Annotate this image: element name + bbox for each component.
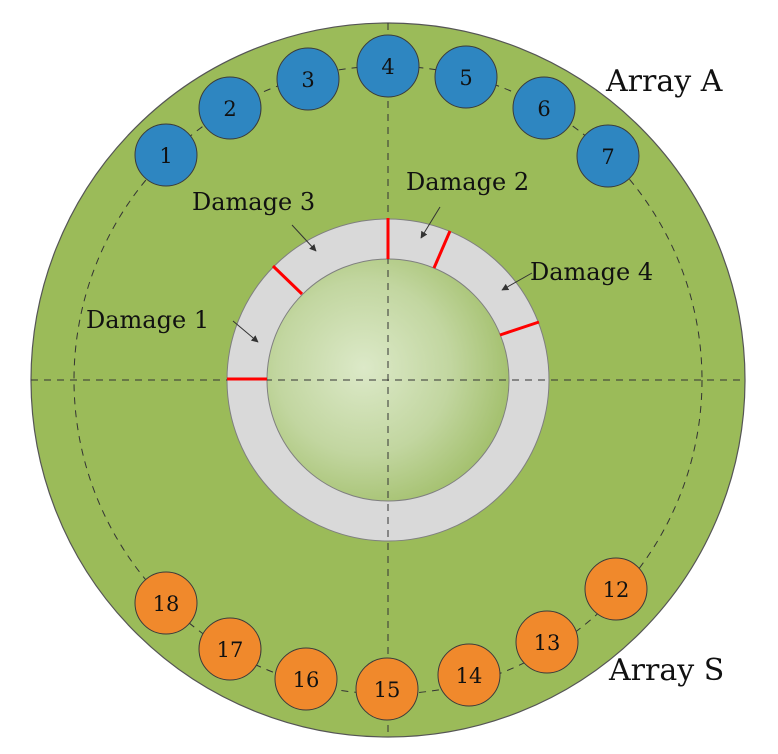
sensor-a-4-number: 4 — [381, 55, 394, 79]
sensor-a-2-number: 2 — [223, 97, 236, 121]
array-a-sensors: 1 2 3 4 5 6 7 — [134, 34, 640, 188]
array-s-label: Array S — [608, 653, 724, 688]
sensor-s-15: 15 — [355, 657, 419, 721]
sensor-s-12: 12 — [584, 557, 648, 621]
sensor-s-14: 14 — [437, 643, 501, 707]
sensor-s-15-number: 15 — [374, 678, 401, 702]
sensor-a-7-number: 7 — [601, 145, 614, 169]
sensor-s-13-number: 13 — [534, 631, 561, 655]
sensor-s-14-number: 14 — [456, 664, 483, 688]
damage-1-label: Damage 1 — [86, 306, 209, 334]
damage-3-label: Damage 3 — [192, 188, 315, 216]
damage-4-arrow — [501, 272, 533, 291]
array-s-sensors: 12 13 14 15 16 17 18 — [134, 557, 648, 721]
sensor-a-1-number: 1 — [159, 144, 172, 168]
sensor-path-circle — [73, 65, 703, 695]
sensor-a-5: 5 — [434, 45, 498, 109]
damage-3-arrow — [291, 224, 317, 252]
damage-2-label: Damage 2 — [406, 168, 529, 196]
sensor-s-12-number: 12 — [603, 578, 630, 602]
sensor-a-3-number: 3 — [301, 68, 314, 92]
sensor-a-5-number: 5 — [459, 66, 472, 90]
sensor-s-16: 16 — [274, 647, 338, 711]
sensor-a-1: 1 — [134, 123, 198, 187]
sensor-a-6: 6 — [512, 76, 576, 140]
damage-2-arrow — [420, 206, 441, 239]
sensor-s-13: 13 — [515, 610, 579, 674]
damage-4-label: Damage 4 — [530, 258, 653, 286]
sensor-s-18-number: 18 — [153, 592, 180, 616]
damage-mark-4 — [499, 320, 540, 337]
sensor-a-3: 3 — [276, 47, 340, 111]
sensor-a-7: 7 — [576, 124, 640, 188]
sensor-a-2: 2 — [198, 76, 262, 140]
sensor-s-17: 17 — [198, 617, 262, 681]
sensor-a-4: 4 — [356, 34, 420, 98]
sensor-a-6-number: 6 — [537, 97, 550, 121]
damage-mark-3 — [271, 264, 304, 296]
sensor-s-17-number: 17 — [217, 638, 244, 662]
sensor-s-18: 18 — [134, 571, 198, 635]
damage-1-arrow — [232, 320, 259, 343]
damage-mark-2 — [432, 230, 452, 269]
sensor-s-16-number: 16 — [293, 668, 320, 692]
array-a-label: Array A — [605, 64, 723, 99]
